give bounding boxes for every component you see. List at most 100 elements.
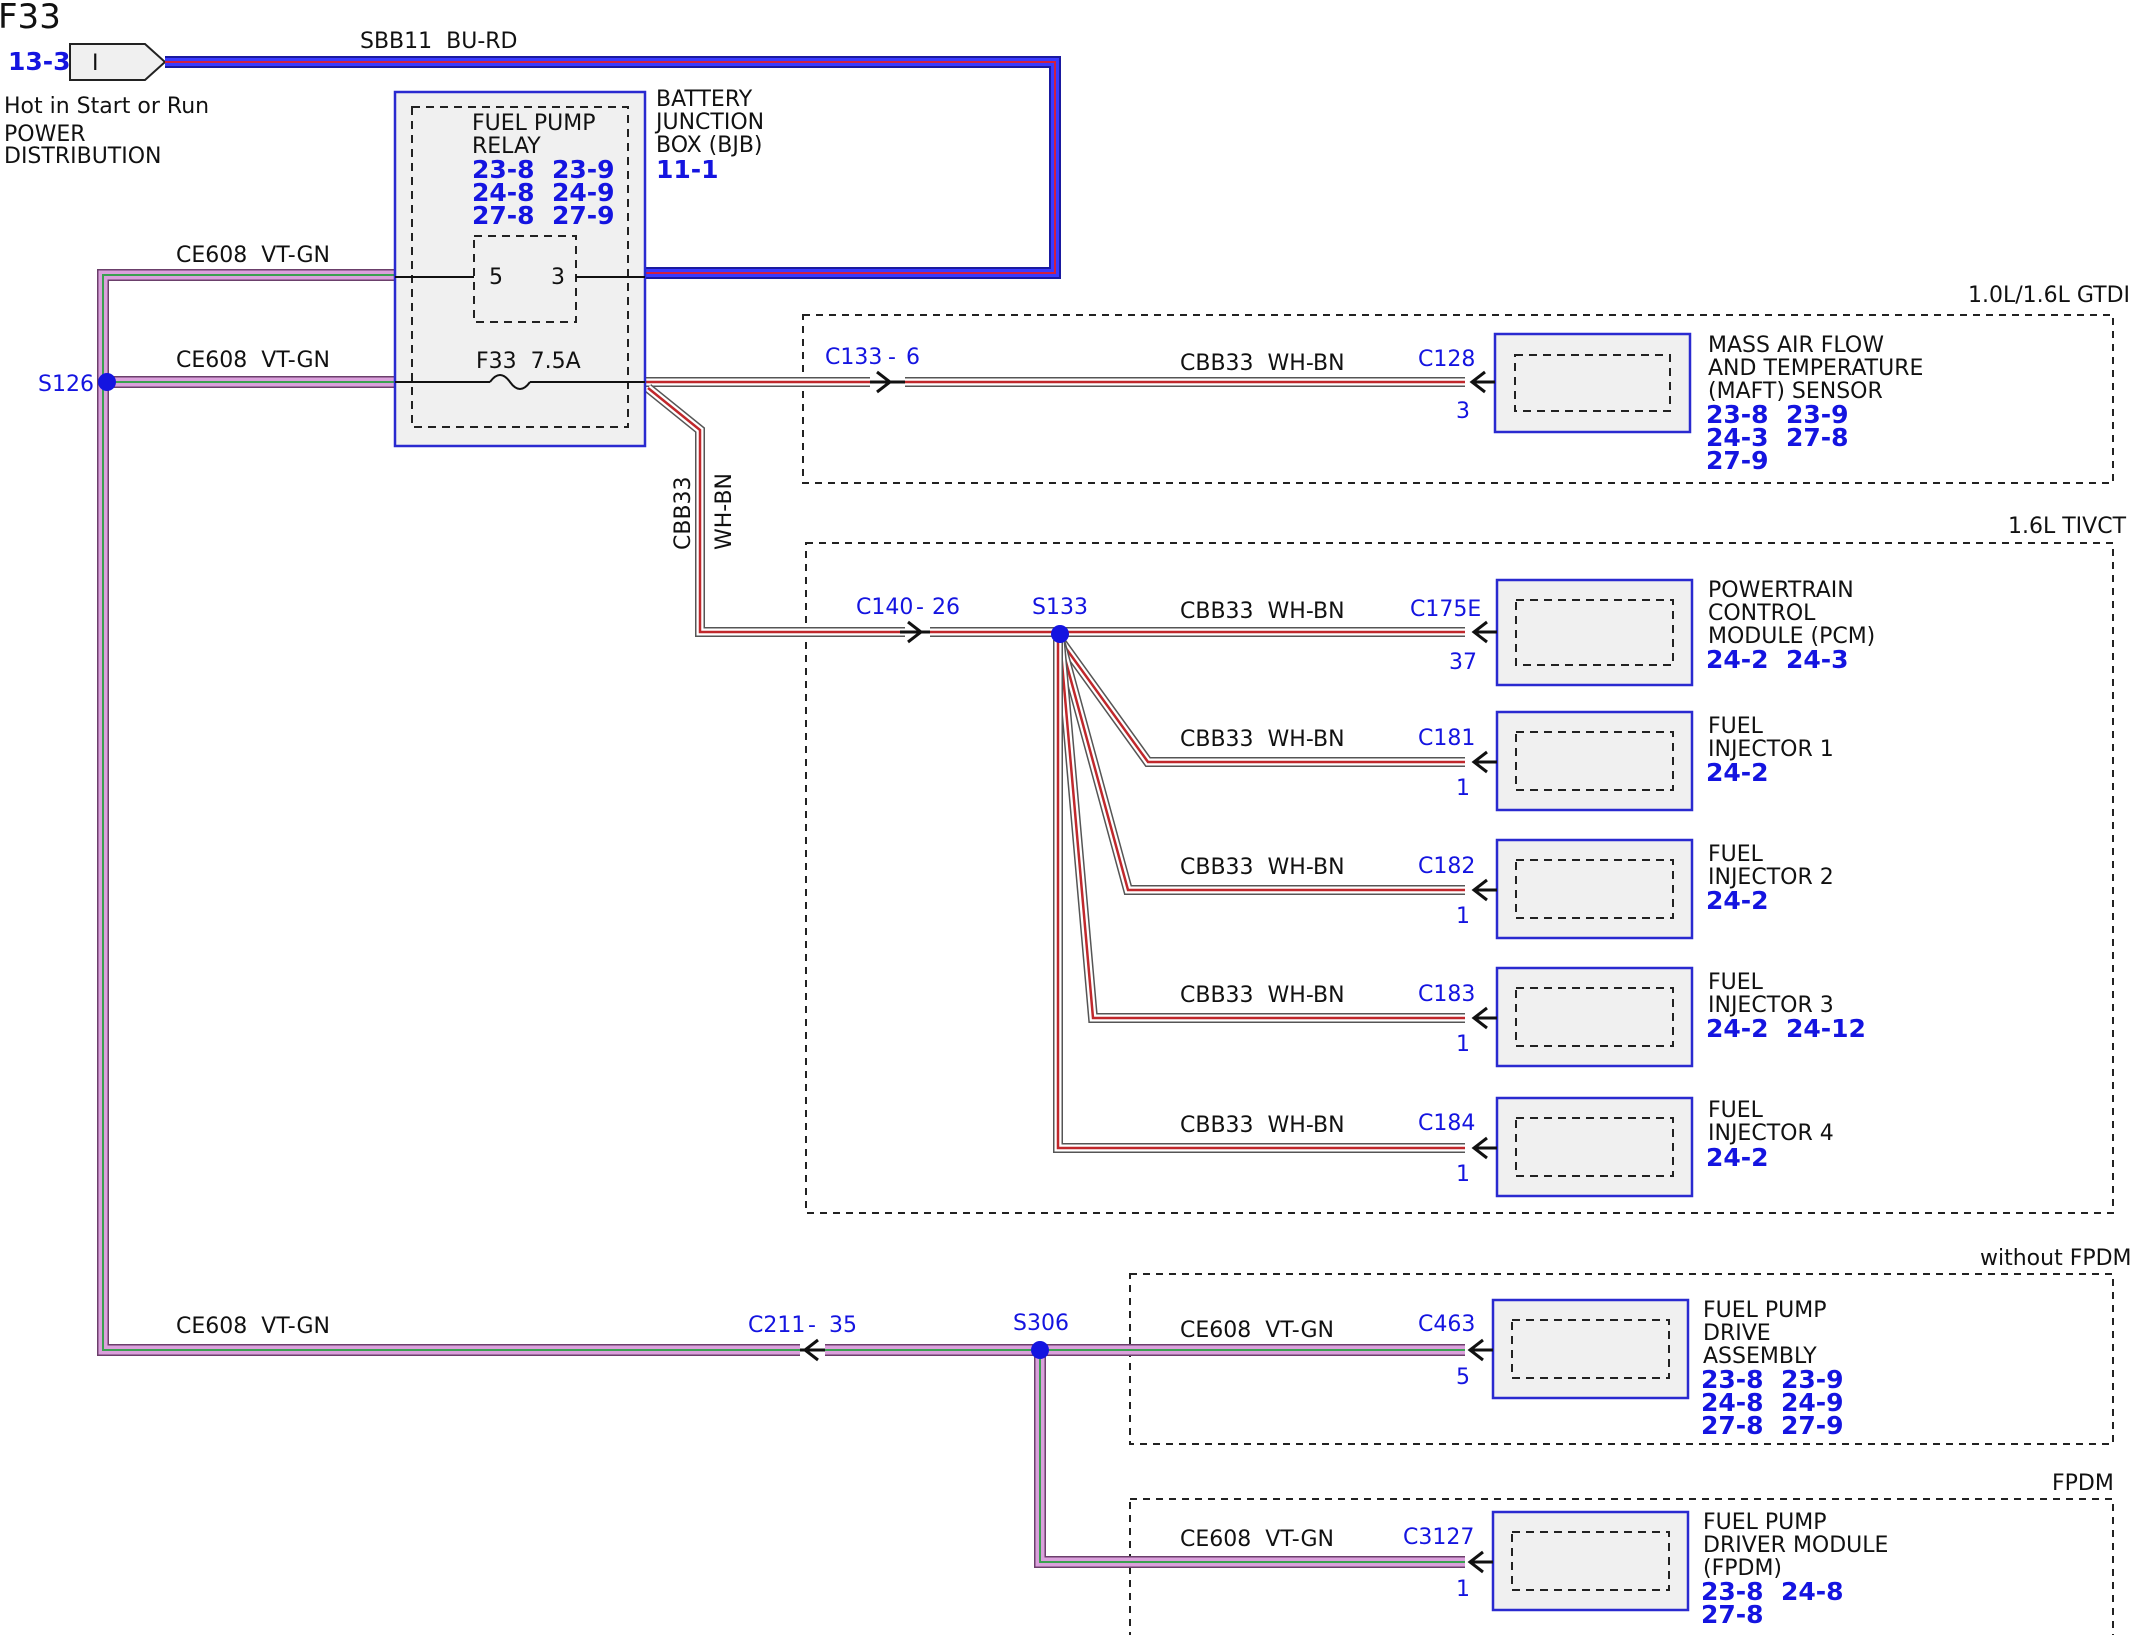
pcm-name-3: MODULE (PCM) <box>1708 624 1875 649</box>
inline-connector-c133-icon[interactable] <box>870 370 905 394</box>
injector1-name-2: INJECTOR 1 <box>1708 737 1834 762</box>
splice-s306-label: S306 <box>1013 1311 1069 1336</box>
inline-connector-c140-icon[interactable] <box>900 620 930 644</box>
fpda-name-2: DRIVE <box>1703 1321 1771 1346</box>
fpdm-name-2: DRIVER MODULE <box>1703 1533 1888 1558</box>
fuel-pump-relay <box>473 235 577 323</box>
fpda-name-1: FUEL PUMP <box>1703 1298 1827 1323</box>
injector3-name-2: INJECTOR 3 <box>1708 993 1834 1018</box>
header-page-ref[interactable]: 13-3 <box>8 47 71 76</box>
connector-c211-pin: 35 <box>829 1313 857 1338</box>
cbb33-label-inj3: CBB33 WH-BN <box>1180 983 1345 1008</box>
bjb-inner-outline <box>411 106 629 428</box>
fpdm-ref-2[interactable]: 27-8 <box>1701 1600 1764 1629</box>
splice-s126-label: S126 <box>38 372 94 397</box>
relay-ref-1[interactable]: 23-8 23-9 <box>472 155 615 184</box>
fpda-ref-1[interactable]: 23-8 23-9 <box>1701 1365 1844 1394</box>
inline-connector-c211-icon[interactable] <box>800 1338 825 1362</box>
injector3-ref-1[interactable]: 24-2 24-12 <box>1706 1014 1866 1043</box>
relay-ref-3[interactable]: 27-8 27-9 <box>472 201 615 230</box>
relay-label-1: FUEL PUMP <box>472 111 596 136</box>
ce608-label-bottom: CE608 VT-GN <box>176 1314 330 1339</box>
maft-connector-icon <box>1469 370 1495 394</box>
fpda-connector-label: C463 <box>1418 1312 1475 1337</box>
injector2-connector-label: C182 <box>1418 854 1475 879</box>
group-label-tivct: 1.6L TIVCT <box>2008 514 2127 539</box>
component-fuel-injector-4[interactable]: C184 1 FUEL INJECTOR 4 24-2 <box>1418 1096 1834 1198</box>
component-fuel-injector-1[interactable]: C181 1 FUEL INJECTOR 1 24-2 <box>1418 710 1834 812</box>
fuse-icon <box>489 374 531 390</box>
fpda-ref-3[interactable]: 27-8 27-9 <box>1701 1411 1844 1440</box>
wire-ce608-s306[interactable] <box>825 1344 1465 1568</box>
injector1-name-1: FUEL <box>1708 714 1764 739</box>
injector4-connector-label: C184 <box>1418 1111 1475 1136</box>
splice-s306[interactable] <box>1031 1341 1049 1359</box>
connector-c133-pin: 6 <box>906 345 920 370</box>
pcm-connector-icon <box>1471 620 1497 644</box>
relay-label-2: RELAY <box>472 134 541 159</box>
cbb33-label-inj2: CBB33 WH-BN <box>1180 855 1345 880</box>
header-note-distribution: DISTRIBUTION <box>4 144 162 169</box>
wire-ce608-main[interactable] <box>97 269 800 1356</box>
group-label-fpdm: FPDM <box>2052 1471 2114 1496</box>
injector3-connector-icon <box>1471 1006 1497 1030</box>
splice-s133-label: S133 <box>1032 595 1088 620</box>
splice-s126[interactable] <box>98 373 116 391</box>
maft-ref-2[interactable]: 24-3 27-8 <box>1706 423 1849 452</box>
wire-cbb33[interactable] <box>644 377 1465 1153</box>
pcm-name-1: POWERTRAIN <box>1708 578 1854 603</box>
injector4-ref-1[interactable]: 24-2 <box>1706 1143 1769 1172</box>
component-fpdm[interactable]: C3127 1 FUEL PUMP DRIVER MODULE (FPDM) 2… <box>1403 1510 1888 1629</box>
injector1-connector-label: C181 <box>1418 726 1475 751</box>
injector2-pin-label: 1 <box>1456 904 1470 929</box>
header-pin-label: I <box>92 51 99 76</box>
ce608-label-top: CE608 VT-GN <box>176 243 330 268</box>
injector1-ref-1[interactable]: 24-2 <box>1706 758 1769 787</box>
fpdm-ref-1[interactable]: 23-8 24-8 <box>1701 1577 1844 1606</box>
cbb33-label-pcm: CBB33 WH-BN <box>1180 599 1345 624</box>
component-pcm[interactable]: C175E 37 POWERTRAIN CONTROL MODULE (PCM)… <box>1410 578 1875 687</box>
ce608-label-fpdm: CE608 VT-GN <box>1180 1527 1334 1552</box>
sbb11-wire-label: SBB11 BU-RD <box>360 29 518 54</box>
fpda-ref-2[interactable]: 24-8 24-9 <box>1701 1388 1844 1417</box>
relay-ref-2[interactable]: 24-8 24-9 <box>472 178 615 207</box>
group-frame-tivct <box>805 542 2114 1214</box>
fpda-name-3: ASSEMBLY <box>1703 1344 1817 1369</box>
injector1-pin-label: 1 <box>1456 776 1470 801</box>
component-fuel-injector-3[interactable]: C183 1 FUEL INJECTOR 3 24-2 24-12 <box>1418 966 1866 1068</box>
pcm-ref-1[interactable]: 24-2 24-3 <box>1706 645 1849 674</box>
fpda-pin-label: 5 <box>1456 1365 1470 1390</box>
injector1-connector-icon <box>1471 750 1497 774</box>
injector4-name-2: INJECTOR 4 <box>1708 1121 1834 1146</box>
cbb33-label-maft: CBB33 WH-BN <box>1180 351 1345 376</box>
bjb-page-ref[interactable]: 11-1 <box>656 155 719 184</box>
pcm-pin-label: 37 <box>1449 650 1477 675</box>
wire-sbb11[interactable] <box>165 56 1061 279</box>
fpdm-name-3: (FPDM) <box>1703 1556 1782 1581</box>
group-frame-fpdm <box>1129 1498 2114 1635</box>
header-note-power: POWER <box>4 122 86 147</box>
connector-c133-label: C133 <box>825 345 882 370</box>
injector2-name-1: FUEL <box>1708 842 1764 867</box>
maft-ref-1[interactable]: 23-8 23-9 <box>1706 400 1849 429</box>
injector2-ref-1[interactable]: 24-2 <box>1706 886 1769 915</box>
component-maft-sensor[interactable]: C128 3 MASS AIR FLOW AND TEMPERATURE (MA… <box>1418 332 1923 475</box>
connector-c140-dash: - <box>916 595 924 620</box>
cbb33-vertical-code: CBB33 <box>671 476 696 550</box>
group-label-without-fpdm: without FPDM <box>1980 1246 2130 1271</box>
splice-s133[interactable] <box>1051 625 1069 643</box>
component-fuel-pump-drive-assembly[interactable]: C463 5 FUEL PUMP DRIVE ASSEMBLY 23-8 23-… <box>1418 1298 1844 1440</box>
injector3-name-1: FUEL <box>1708 970 1764 995</box>
connector-c211-dash: - <box>808 1313 816 1338</box>
connector-pin-icon <box>69 43 167 81</box>
injector2-name-2: INJECTOR 2 <box>1708 865 1834 890</box>
maft-ref-3[interactable]: 27-9 <box>1706 446 1769 475</box>
battery-junction-box[interactable]: FUEL PUMP RELAY 23-8 23-9 24-8 24-9 27-8… <box>393 87 764 448</box>
bjb-label-3: BOX (BJB) <box>656 133 763 158</box>
group-frame-without-fpdm <box>1129 1273 2114 1445</box>
injector3-pin-label: 1 <box>1456 1032 1470 1057</box>
component-fuel-injector-2[interactable]: C182 1 FUEL INJECTOR 2 24-2 <box>1418 838 1834 940</box>
header-note-hot: Hot in Start or Run <box>4 94 209 119</box>
maft-name-2: AND TEMPERATURE <box>1708 356 1923 381</box>
group-label-gtdi: 1.0L/1.6L GTDI <box>1968 283 2130 308</box>
